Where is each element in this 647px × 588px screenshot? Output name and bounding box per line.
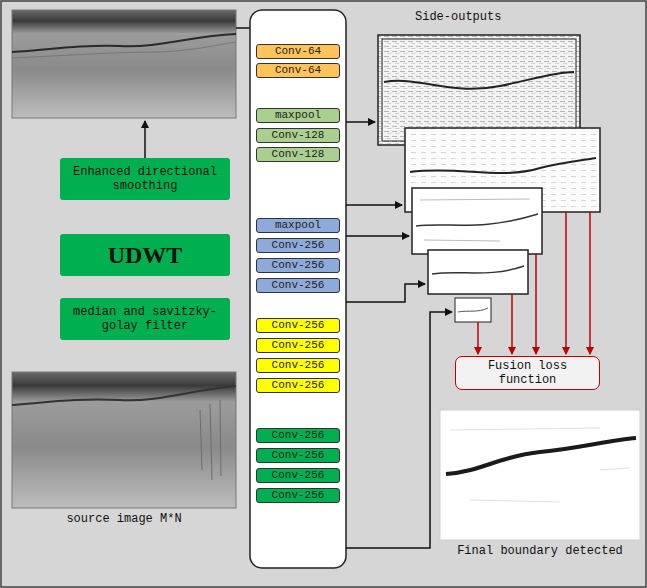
box-label: Conv-256 [272, 319, 325, 332]
texture-line [200, 400, 221, 480]
texture-line [450, 428, 630, 502]
layer-box: Conv-256 [256, 238, 340, 253]
box-label: Conv-64 [275, 45, 321, 58]
layer-box: Conv-64 [256, 44, 340, 59]
side-arrow [346, 284, 425, 302]
side-output-image [428, 250, 528, 294]
process-box: UDWT [60, 234, 230, 276]
network-column [250, 10, 346, 568]
fusion-arrow [589, 212, 591, 354]
side-arrow [346, 235, 409, 237]
box-label: median and savitzky-golay filter [65, 305, 225, 333]
side-output-image [412, 188, 542, 254]
box-label: Fusion loss function [460, 359, 595, 387]
fusion-arrow [511, 294, 513, 354]
layer-box: Conv-256 [256, 358, 340, 373]
box-label: Conv-256 [272, 489, 325, 502]
boundary-line [384, 72, 574, 89]
box-label: Conv-256 [272, 449, 325, 462]
image-node: source image M*N [12, 372, 236, 526]
source-image [12, 372, 236, 508]
layer-box: maxpool [256, 108, 340, 123]
box-label: Conv-64 [275, 64, 321, 77]
layer-box: maxpool [256, 218, 340, 233]
box-label: Conv-256 [272, 259, 325, 272]
side-arrow [346, 312, 452, 548]
layer-box: Conv-256 [256, 338, 340, 353]
layer-box: Conv-256 [256, 468, 340, 483]
side-output-image [455, 298, 491, 322]
boundary-line [446, 438, 636, 474]
layer-box: Conv-256 [256, 318, 340, 333]
flow-arrow [144, 121, 146, 158]
layer-box: Conv-128 [256, 147, 340, 162]
box-label: Conv-128 [272, 129, 325, 142]
texture-line [420, 199, 530, 241]
boundary-line [432, 266, 524, 274]
final-image [440, 410, 640, 540]
layer-box: Conv-128 [256, 128, 340, 143]
box-label: Final boundary detected [440, 544, 640, 558]
fusion-arrow [477, 322, 479, 354]
side-arrow [346, 204, 402, 206]
boundary-line [416, 214, 538, 226]
boundary-line [12, 34, 236, 52]
box-label: Conv-256 [272, 279, 325, 292]
fusion-arrow [535, 254, 537, 354]
box-label: Conv-256 [272, 469, 325, 482]
box-label: Conv-256 [272, 379, 325, 392]
box-label: Conv-256 [272, 239, 325, 252]
process-box: median and savitzky-golay filter [60, 298, 230, 340]
section-label: Side-outputs [415, 10, 501, 24]
box-label: source image M*N [12, 512, 236, 526]
box-label: Conv-256 [272, 359, 325, 372]
image-frame [382, 39, 576, 141]
side-arrow [346, 121, 375, 123]
layer-box: Conv-256 [256, 428, 340, 443]
layer-box: Conv-256 [256, 448, 340, 463]
layer-box: Conv-64 [256, 63, 340, 78]
box-label: maxpool [275, 109, 321, 122]
box-label: Conv-256 [272, 429, 325, 442]
layer-box: Conv-256 [256, 278, 340, 293]
box-label: Conv-128 [272, 148, 325, 161]
box-label: UDWT [108, 241, 183, 269]
boundary-line [458, 308, 488, 312]
image-node: Final boundary detected [440, 410, 640, 558]
texture-line [12, 42, 236, 58]
box-label: Conv-256 [272, 339, 325, 352]
layer-box: Conv-256 [256, 488, 340, 503]
layer-box: Conv-256 [256, 378, 340, 393]
box-label: maxpool [275, 219, 321, 232]
process-box: Enhanced directional smoothing [60, 158, 230, 200]
fusion-arrow [565, 212, 567, 354]
boundary-line [12, 386, 236, 405]
layer-box: Conv-256 [256, 258, 340, 273]
processed-image [12, 10, 236, 118]
loss-box: Fusion loss function [455, 356, 600, 390]
boundary-line [410, 158, 596, 173]
box-label: Enhanced directional smoothing [65, 165, 225, 193]
